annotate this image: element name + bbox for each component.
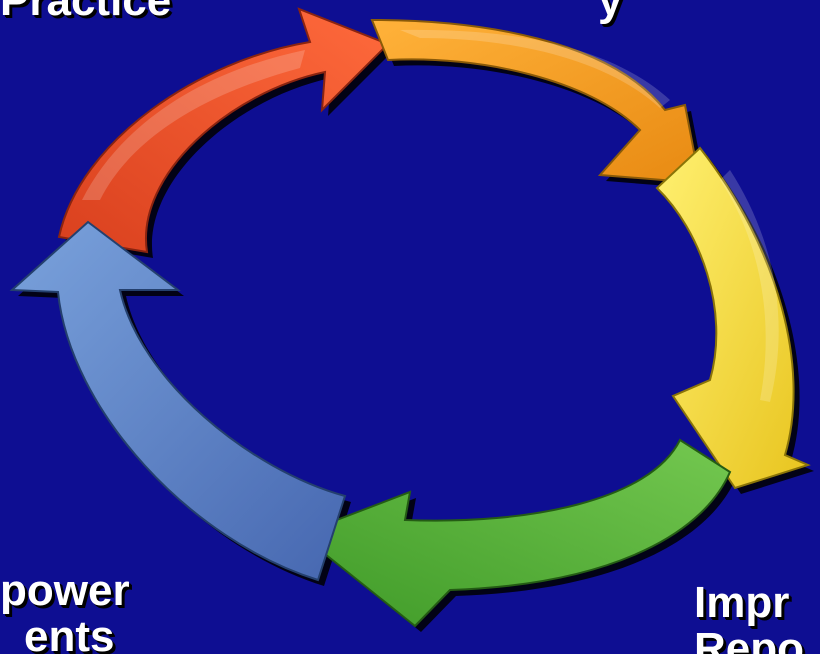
arrow-yellow xyxy=(655,146,811,490)
label-bottom-left-line1: power xyxy=(0,566,130,615)
label-bottom-right-line2: Repo xyxy=(694,624,804,654)
label-bottom-left-line2: ents xyxy=(24,612,115,654)
arrow-green xyxy=(298,438,732,628)
arrow-red xyxy=(57,7,390,254)
label-top-right: y xyxy=(598,0,623,25)
label-top-left: Practice xyxy=(0,0,172,25)
arrow-orange xyxy=(370,18,702,185)
label-bottom-right: Impr Repo xyxy=(694,580,804,654)
label-bottom-right-line1: Impr xyxy=(694,578,790,627)
arrow-blue xyxy=(9,220,347,582)
label-bottom-left: power ents xyxy=(0,568,130,654)
